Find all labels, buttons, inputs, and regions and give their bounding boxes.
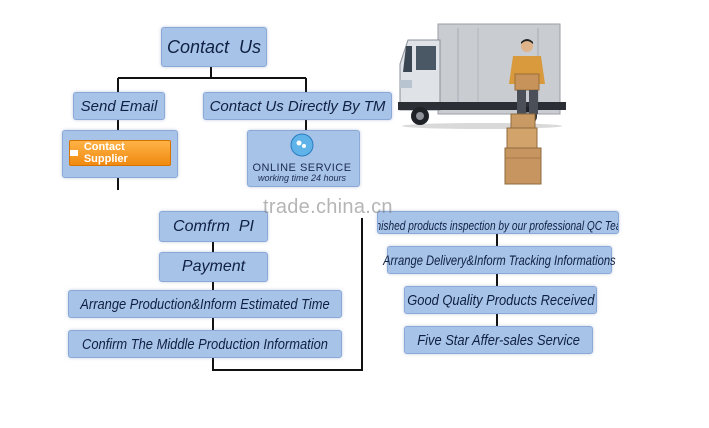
connector-line	[212, 218, 363, 371]
watermark-text: trade.china.cn	[263, 196, 393, 218]
confirm-middle-box: Confirm The Middle Production Informatio…	[68, 330, 342, 358]
confirm-pi-box: Comfrm PI	[159, 211, 268, 242]
payment-box: Payment	[159, 252, 268, 282]
online-service-label: ONLINE SERVICE	[252, 162, 352, 174]
contact-us-label: Contact Us	[166, 36, 262, 57]
arrange-delivery-label: Arrange Delivery&Inform Tracking Informa…	[383, 252, 616, 268]
payment-label: Payment	[181, 258, 246, 275]
cardboard-boxes-photo	[504, 113, 542, 185]
good-quality-box: Good Quality Products Received	[404, 286, 597, 314]
finished-inspection-box: Finished products inspection by our prof…	[377, 211, 619, 234]
send-email-label: Send Email	[80, 97, 158, 115]
contact-tm-box: Contact Us Directly By TM	[203, 92, 392, 120]
working-time-label: working time 24 hours	[257, 173, 347, 183]
finished-inspection-label: Finished products inspection by our prof…	[377, 218, 619, 233]
confirm-pi-label: Comfrm PI	[173, 217, 254, 235]
five-star-label: Five Star Affer-sales Service	[417, 331, 580, 349]
arrange-production-box: Arrange Production&Inform Estimated Time	[68, 290, 342, 318]
contact-supplier-label: Contact Supplier	[83, 141, 128, 165]
contact-us-box: Contact Us	[161, 27, 267, 67]
chat-bubble-icon	[290, 133, 314, 157]
contact-supplier-button[interactable]: Contact Supplier	[69, 140, 171, 166]
courier-person-photo	[509, 39, 545, 114]
confirm-middle-label: Confirm The Middle Production Informatio…	[82, 335, 328, 353]
good-quality-label: Good Quality Products Received	[406, 291, 595, 309]
send-email-box: Send Email	[73, 92, 165, 120]
mail-icon	[70, 150, 78, 156]
arrange-delivery-box: Arrange Delivery&Inform Tracking Informa…	[383, 246, 616, 274]
online-service-text: ONLINE SERVICE working time 24 hours	[248, 162, 356, 183]
delivery-truck-photo	[398, 23, 566, 129]
contact-tm-label: Contact Us Directly By TM	[209, 97, 386, 115]
arrange-production-label: Arrange Production&Inform Estimated Time	[80, 295, 330, 313]
five-star-box: Five Star Affer-sales Service	[404, 326, 593, 354]
